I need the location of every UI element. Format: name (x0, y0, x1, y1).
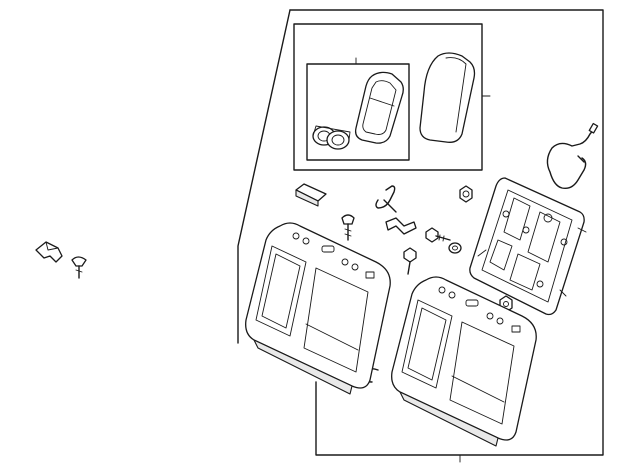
hook-bracket-icon (375, 185, 397, 213)
clip-icon (341, 214, 355, 241)
bracket-icon (385, 217, 417, 235)
armrest-cover-icon (419, 52, 476, 143)
seat-cover-icon (245, 222, 391, 395)
cup-rings-icon (312, 125, 351, 150)
armrest-group-box (293, 23, 491, 171)
nut-icon (459, 185, 473, 203)
clip-icon (71, 256, 87, 279)
cup-holder-icon (354, 71, 404, 144)
harness-icon (546, 122, 599, 190)
bolt-icon (425, 227, 451, 243)
frame-icon (469, 177, 587, 316)
latch-pad-icon (295, 183, 327, 207)
seat-cover-icon (391, 276, 537, 447)
assembly-outline (237, 9, 604, 463)
cup-holder-group-box (306, 63, 410, 161)
bolt-icon (403, 247, 417, 275)
washer-icon (448, 242, 462, 254)
bracket-icon (35, 241, 63, 263)
